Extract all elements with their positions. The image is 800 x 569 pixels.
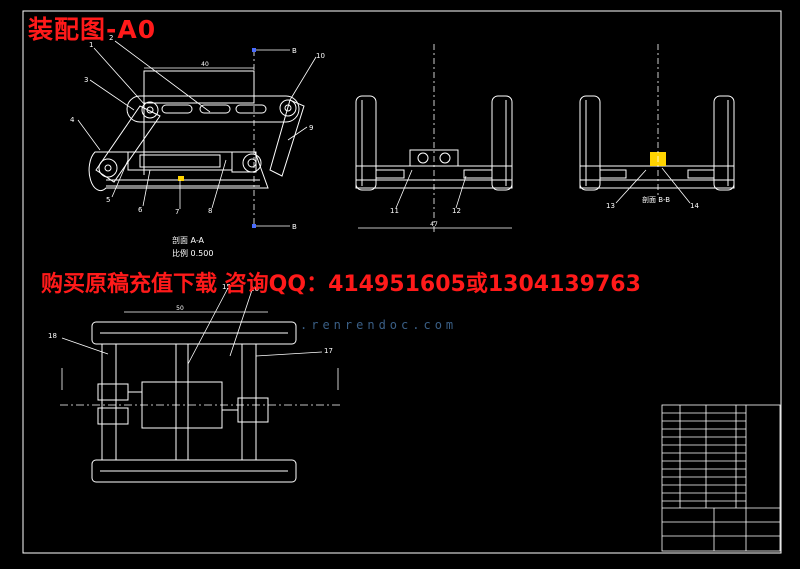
- dim-top: 40: [201, 61, 209, 68]
- part-label-17: 17: [324, 347, 333, 355]
- elevation-view: [88, 70, 305, 192]
- part-label-3: 3: [84, 76, 88, 84]
- part-label-4: 4: [70, 116, 75, 124]
- part-label-18: 18: [48, 332, 57, 340]
- section-marker-b-top: B: [292, 47, 297, 55]
- part-label-8: 8: [208, 207, 212, 215]
- section-bb-view: [579, 95, 735, 191]
- part-label-9: 9: [309, 124, 313, 132]
- part-label-14: 14: [690, 202, 699, 210]
- part-label-12: 12: [452, 207, 461, 215]
- drawing-title: 装配图-A0: [28, 15, 157, 44]
- plan-view: [91, 321, 297, 483]
- part-label-10: 10: [316, 52, 325, 60]
- section-marker-b-bottom: B: [292, 223, 297, 231]
- part-label-1: 1: [89, 41, 93, 49]
- dim-mid: 47: [430, 221, 438, 228]
- promo-banner: 购买原稿充值下载 咨询QQ：414951605或1304139763: [41, 272, 641, 297]
- part-label-6: 6: [138, 206, 143, 214]
- part-label-13: 13: [606, 202, 615, 210]
- part-label-2: 2: [109, 34, 113, 42]
- part-label-7: 7: [175, 208, 179, 216]
- section-aa-label: 剖面 A-A: [172, 235, 205, 245]
- cylinder-mark: [178, 176, 184, 181]
- section-aa-scale: 比例 0.500: [172, 248, 213, 258]
- watermark-url: .renrendoc.com: [300, 318, 458, 332]
- section-bb-label: 剖面 B-B: [642, 195, 670, 204]
- part-label-15: 15: [222, 283, 231, 291]
- part-label-16: 16: [250, 285, 259, 293]
- part-label-11: 11: [390, 207, 399, 215]
- dim-plan: 50: [176, 305, 184, 312]
- sheet-border: [22, 10, 782, 554]
- part-label-5: 5: [106, 196, 110, 204]
- title-block: [661, 404, 781, 552]
